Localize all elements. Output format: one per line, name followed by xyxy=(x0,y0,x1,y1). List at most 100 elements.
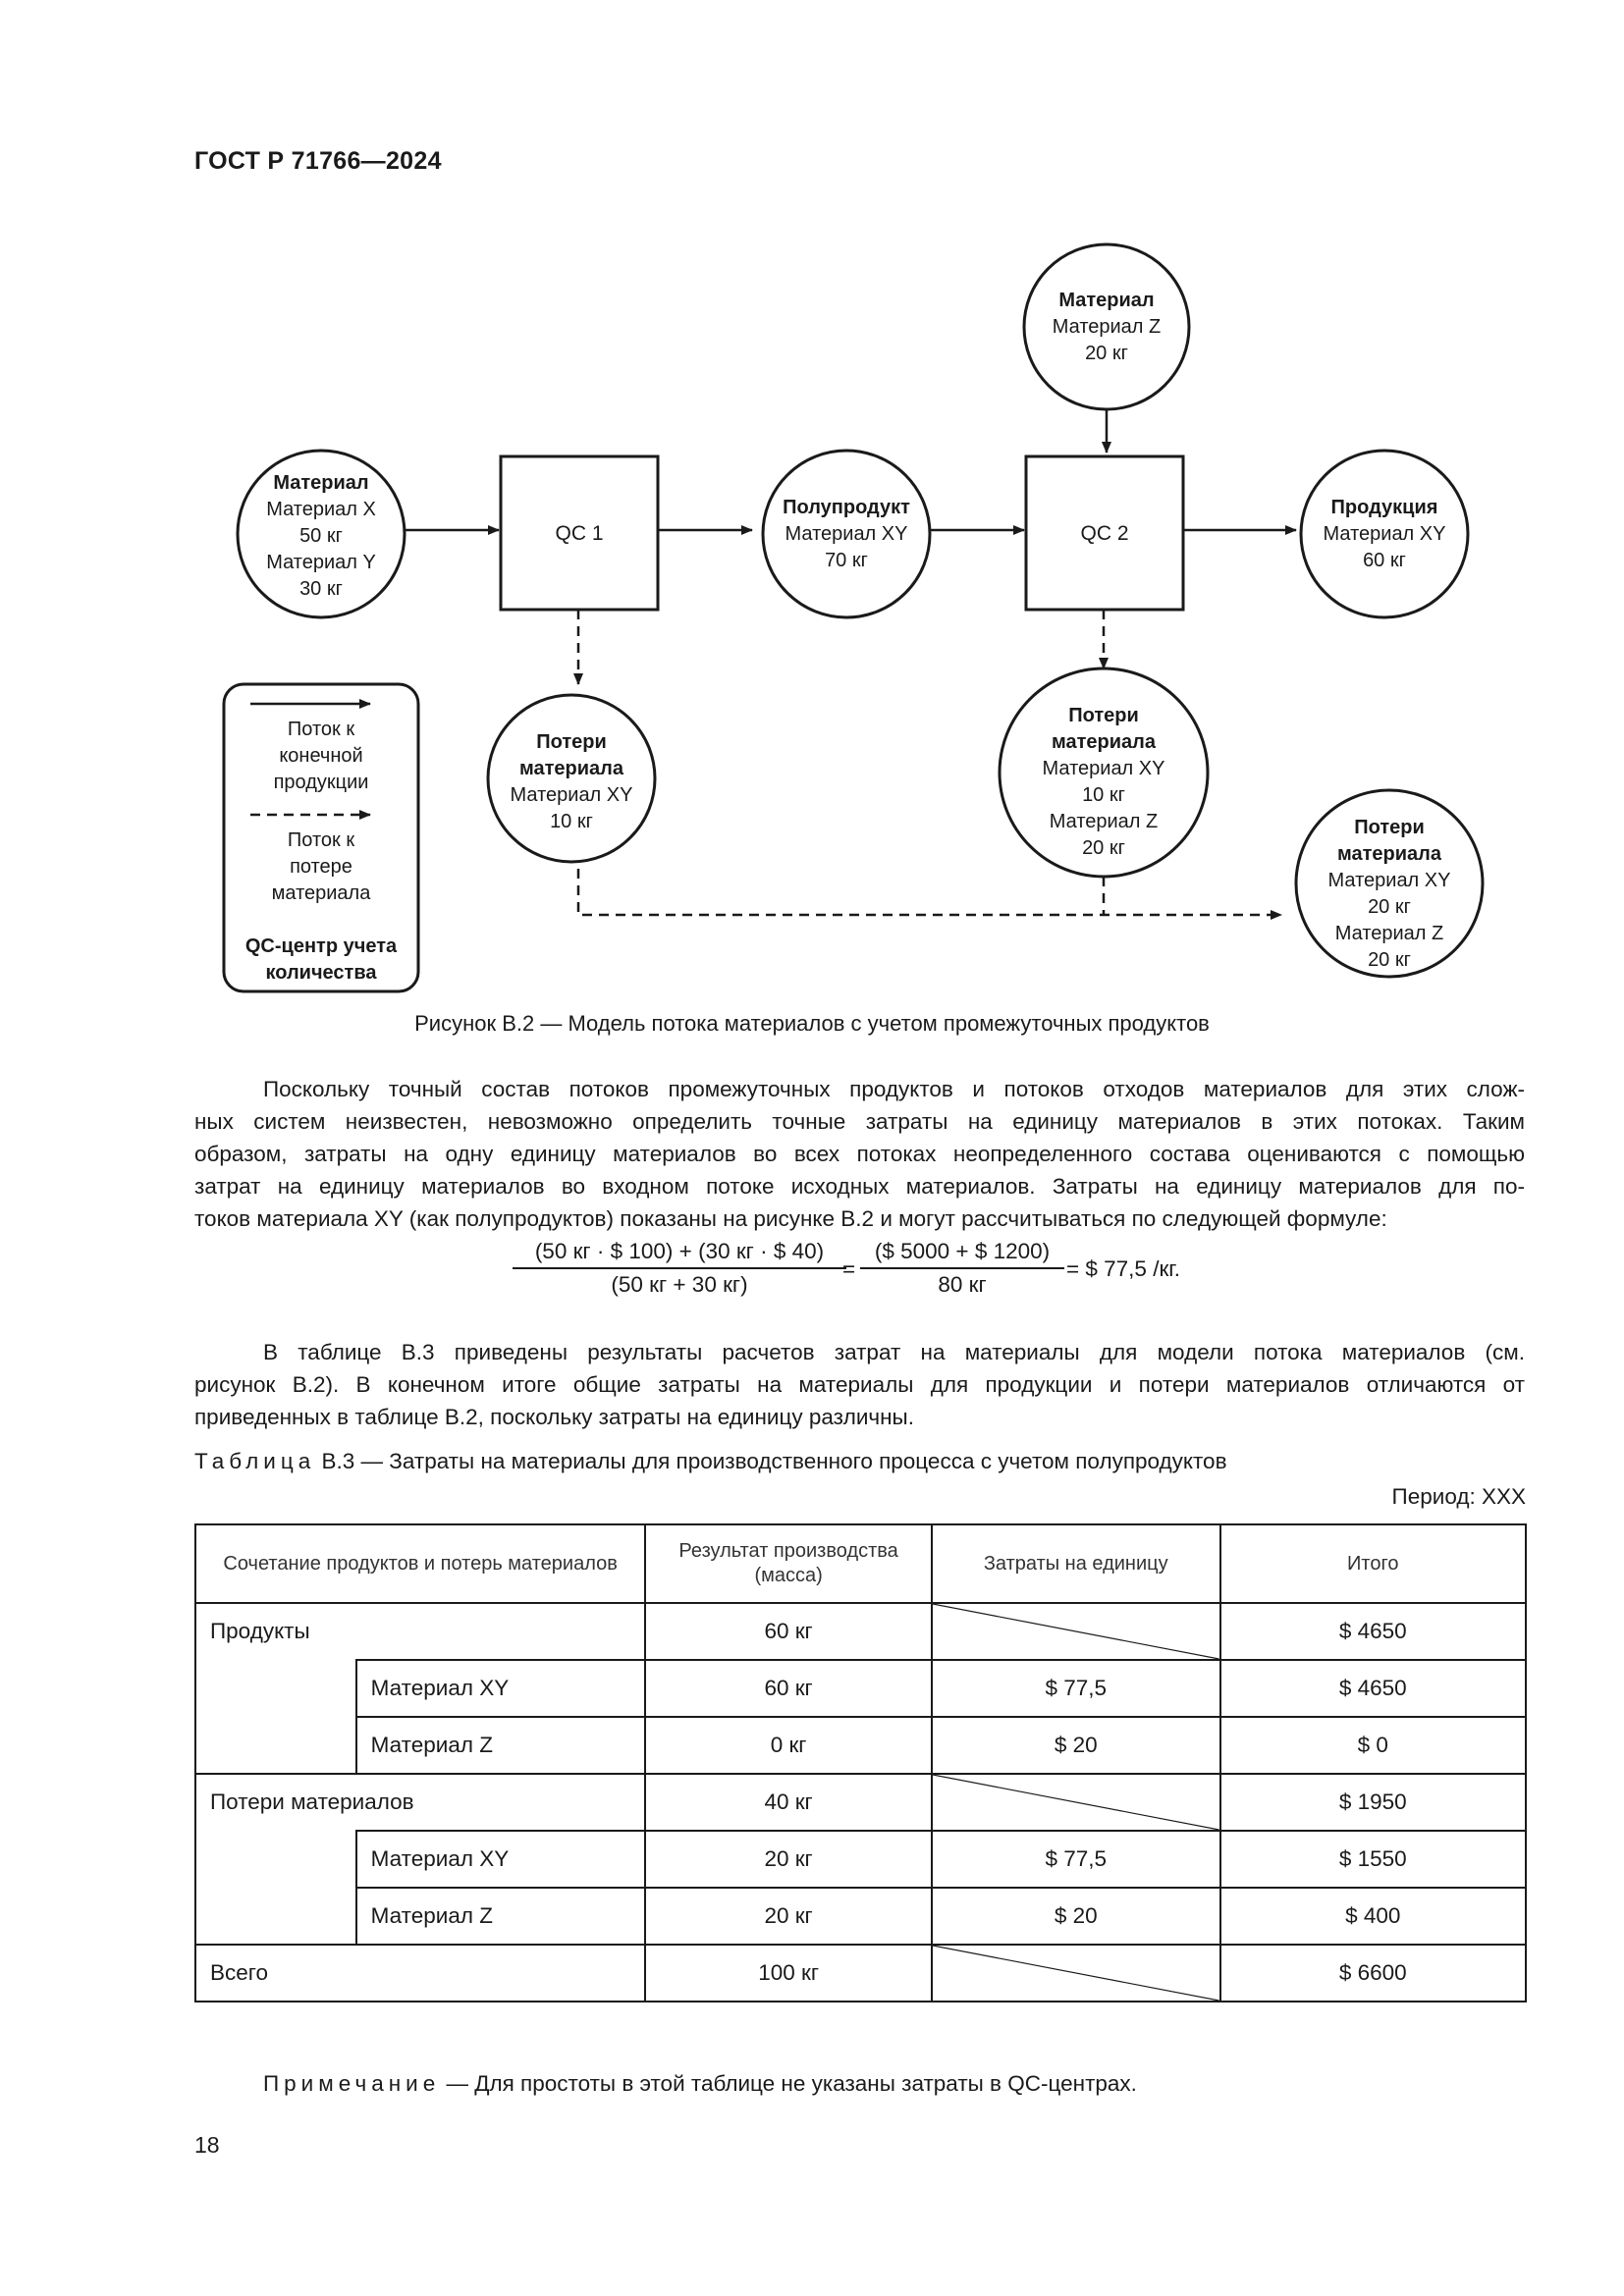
svg-text:Потери: Потери xyxy=(536,731,607,753)
table-title: Таблица В.3 — Затраты на материалы для п… xyxy=(194,1449,1227,1474)
table-row: Материал Z 0 кг $ 20 $ 0 xyxy=(194,1716,1527,1775)
node-semi-product: Полупродукт Материал XY 70 кг xyxy=(761,449,932,619)
cell-unit-cost: $ 20 xyxy=(930,1887,1221,1946)
table-header-row: Сочетание продуктов и потерь материалов … xyxy=(193,1523,1527,1604)
cell-total: $ 4650 xyxy=(1218,1602,1527,1661)
cell-mass: 20 кг xyxy=(644,1887,933,1946)
cell-mass: 60 кг xyxy=(644,1659,933,1718)
svg-text:материала: материала xyxy=(1337,843,1442,865)
svg-text:60 кг: 60 кг xyxy=(1363,550,1406,571)
table-row: Материал XY 20 кг $ 77,5 $ 1550 xyxy=(194,1830,1527,1889)
svg-text:продукции: продукции xyxy=(274,772,369,793)
cell-indent xyxy=(194,1831,357,1888)
svg-text:QC 1: QC 1 xyxy=(555,522,603,545)
cell-unit-cost: $ 20 xyxy=(930,1716,1221,1775)
paragraph-2: В таблице В.3 приведены результаты расче… xyxy=(194,1336,1525,1433)
cell-total: $ 1550 xyxy=(1218,1830,1527,1889)
table-row: Продукты 60 кг $ 4650 xyxy=(193,1602,1527,1661)
cell-indent xyxy=(194,1660,357,1717)
svg-text:материала: материала xyxy=(519,758,624,779)
paragraph-1-line: образом, затраты на одну единицу материа… xyxy=(194,1142,1525,1166)
svg-text:Материал X: Материал X xyxy=(266,499,376,520)
cell-total: $ 400 xyxy=(1218,1887,1527,1946)
svg-text:10 кг: 10 кг xyxy=(1082,784,1125,806)
fraction-1-numerator: (50 кг · $ 100) + (30 кг · $ 40) xyxy=(513,1239,846,1269)
svg-text:70 кг: 70 кг xyxy=(825,550,868,571)
svg-text:Поток к: Поток к xyxy=(288,829,354,851)
svg-text:Материал XY: Материал XY xyxy=(1043,758,1165,779)
cell-total: $ 6600 xyxy=(1218,1944,1527,2002)
svg-text:QC 2: QC 2 xyxy=(1080,522,1128,545)
cell-mass: 40 кг xyxy=(644,1773,933,1832)
cell-indent xyxy=(194,1888,357,1946)
svg-text:20 кг: 20 кг xyxy=(1085,343,1128,364)
loss-flow-arrows xyxy=(573,610,1282,920)
svg-text:10 кг: 10 кг xyxy=(550,811,593,832)
cell-unit-cost: $ 77,5 xyxy=(930,1659,1221,1718)
paragraph-1-line: Поскольку точный состав потоков промежут… xyxy=(263,1077,1525,1101)
row-sub-label: Материал Z xyxy=(354,1716,647,1775)
svg-text:Продукция: Продукция xyxy=(1331,497,1438,518)
node-top-material: Материал Материал Z 20 кг xyxy=(1022,242,1191,411)
cell-unit-cost-empty xyxy=(930,1773,1221,1832)
svg-text:30 кг: 30 кг xyxy=(299,578,343,600)
table-period: Период: ХХХ xyxy=(1391,1484,1526,1509)
svg-text:Потери: Потери xyxy=(1068,705,1139,726)
row-sub-label: Материал Z xyxy=(354,1887,647,1946)
table-row: Потери материалов 40 кг $ 1950 xyxy=(193,1773,1527,1832)
row-sub-label: Материал XY xyxy=(354,1830,647,1889)
header-combination: Сочетание продуктов и потерь материалов xyxy=(193,1523,647,1604)
cell-mass: 100 кг xyxy=(644,1944,933,2002)
svg-text:конечной: конечной xyxy=(279,745,362,767)
svg-text:50 кг: 50 кг xyxy=(299,525,343,547)
product-flow-arrows xyxy=(405,410,1297,535)
node-loss-qc2: Потери материала Материал XY 10 кг Матер… xyxy=(998,667,1210,879)
material-flow-diagram: Материал Материал Z 20 кг Материал Матер… xyxy=(222,242,1485,993)
fraction-1: (50 кг · $ 100) + (30 кг · $ 40) (50 кг … xyxy=(513,1239,846,1298)
note-text: — Для простоты в этой таблице не указаны… xyxy=(446,2071,1137,2096)
figure-caption: Рисунок В.2 — Модель потока материалов с… xyxy=(414,1011,1210,1036)
svg-text:Материал Y: Материал Y xyxy=(266,552,376,573)
svg-text:материала: материала xyxy=(272,882,372,904)
table-row: Всего 100 кг $ 6600 xyxy=(193,1944,1527,2002)
table-row: Материал Z 20 кг $ 20 $ 400 xyxy=(194,1887,1527,1946)
paragraph-1-line: ных систем неизвестен, невозможно опреде… xyxy=(194,1109,1525,1134)
paragraph-2-line: приведенных в таблице В.2, поскольку зат… xyxy=(194,1405,914,1429)
svg-text:Полупродукт: Полупродукт xyxy=(783,497,910,518)
svg-text:Потери: Потери xyxy=(1354,817,1425,838)
table-title-label: Таблица xyxy=(194,1449,316,1473)
paragraph-1: Поскольку точный состав потоков промежут… xyxy=(194,1073,1525,1235)
svg-text:Материал Z: Материал Z xyxy=(1335,923,1444,944)
cost-table: Сочетание продуктов и потерь материалов … xyxy=(193,1523,1527,2002)
svg-text:Материал XY: Материал XY xyxy=(785,523,908,545)
fraction-2-denominator: 80 кг xyxy=(938,1272,987,1297)
cell-unit-cost: $ 77,5 xyxy=(930,1830,1221,1889)
cell-indent xyxy=(194,1717,357,1775)
row-group-label: Потери материалов xyxy=(193,1773,647,1831)
paragraph-2-line: В таблице В.3 приведены результаты расче… xyxy=(263,1340,1525,1364)
cell-mass: 20 кг xyxy=(644,1830,933,1889)
fraction-2-numerator: ($ 5000 + $ 1200) xyxy=(860,1239,1064,1269)
node-input-material: Материал Материал X 50 кг Материал Y 30 … xyxy=(236,449,406,619)
fraction-1-denominator: (50 кг + 30 кг) xyxy=(611,1272,748,1297)
node-loss-qc1: Потери материала Материал XY 10 кг xyxy=(486,693,657,864)
header-total: Итого xyxy=(1218,1523,1527,1604)
formula-result: = $ 77,5 /кг. xyxy=(1066,1256,1181,1281)
equals-sign: = xyxy=(842,1256,856,1281)
svg-text:Материал XY: Материал XY xyxy=(1324,523,1446,545)
diagram-legend: Поток к конечной продукции Поток к потер… xyxy=(222,682,420,993)
cell-mass: 60 кг xyxy=(644,1602,933,1661)
svg-text:Материал Z: Материал Z xyxy=(1053,316,1162,338)
table-title-text: В.3 — Затраты на материалы для производс… xyxy=(321,1449,1227,1473)
fraction-2: ($ 5000 + $ 1200) 80 кг xyxy=(860,1239,1064,1298)
cell-total: $ 1950 xyxy=(1218,1773,1527,1832)
node-product: Продукция Материал XY 60 кг xyxy=(1299,449,1470,619)
row-group-label: Всего xyxy=(193,1944,647,2002)
svg-text:материала: материала xyxy=(1052,731,1157,753)
svg-text:Материал XY: Материал XY xyxy=(1328,870,1451,891)
node-loss-total: Потери материала Материал XY 20 кг Матер… xyxy=(1294,788,1485,979)
cell-total: $ 4650 xyxy=(1218,1659,1527,1718)
svg-text:Поток к: Поток к xyxy=(288,719,354,740)
qc2-box: QC 2 xyxy=(1024,454,1185,612)
cell-mass: 0 кг xyxy=(644,1716,933,1775)
